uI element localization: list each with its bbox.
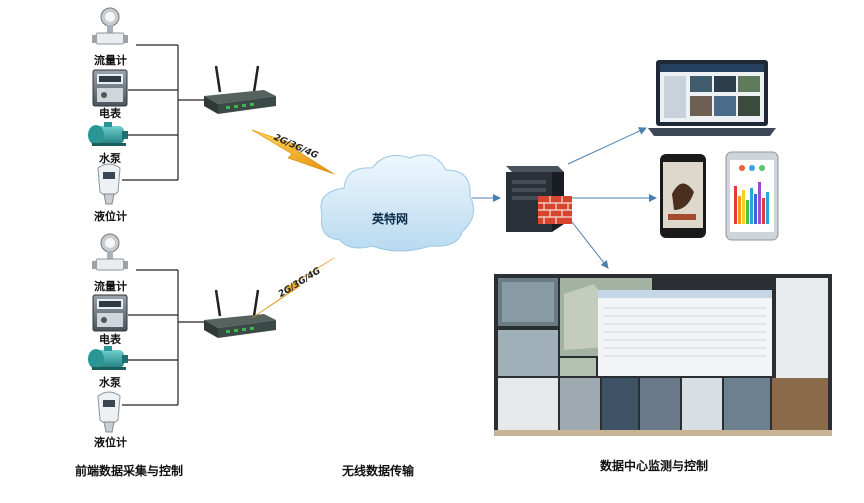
internet-cloud	[320, 154, 475, 252]
group1-wiring	[122, 44, 205, 181]
group2-wiring	[122, 269, 205, 406]
level-gauge-icon	[97, 163, 121, 205]
4g-router-icon	[204, 289, 276, 338]
server-firewall-icon	[506, 166, 572, 232]
device-label-water-pump-2: 水泵	[99, 376, 121, 389]
wireless-bolt-2	[251, 257, 335, 319]
electric-meter-icon	[92, 294, 128, 332]
caption-front-end: 前端数据采集与控制	[75, 464, 184, 478]
flow-meter-icon	[92, 233, 128, 271]
caption-wireless: 无线数据传输	[342, 464, 415, 478]
cloud-label: 英特网	[372, 212, 409, 226]
caption-data-center: 数据中心监测与控制	[600, 459, 709, 473]
device-label-electric-meter-1: 电表	[99, 107, 121, 120]
water-pump-icon	[88, 122, 128, 146]
4g-router-icon	[204, 65, 276, 114]
laptop-icon	[648, 60, 776, 136]
smartphone-icon	[660, 154, 706, 238]
device-label-level-gauge-1: 液位计	[94, 210, 127, 223]
device-label-flow-meter-1: 流量计	[94, 54, 127, 67]
device-label-flow-meter-2: 流量计	[94, 280, 127, 293]
device-label-level-gauge-2: 液位计	[94, 436, 127, 449]
device-label-water-pump-1: 水泵	[99, 152, 121, 165]
wireless-bolt-1	[251, 129, 335, 175]
electric-meter-icon	[92, 69, 128, 107]
flow-meter-icon	[92, 7, 128, 45]
tablet-chart-icon	[725, 151, 779, 241]
level-gauge-icon	[97, 391, 121, 433]
video-wall-icon	[494, 274, 832, 436]
device-label-electric-meter-2: 电表	[99, 333, 121, 346]
water-pump-icon	[88, 346, 128, 370]
